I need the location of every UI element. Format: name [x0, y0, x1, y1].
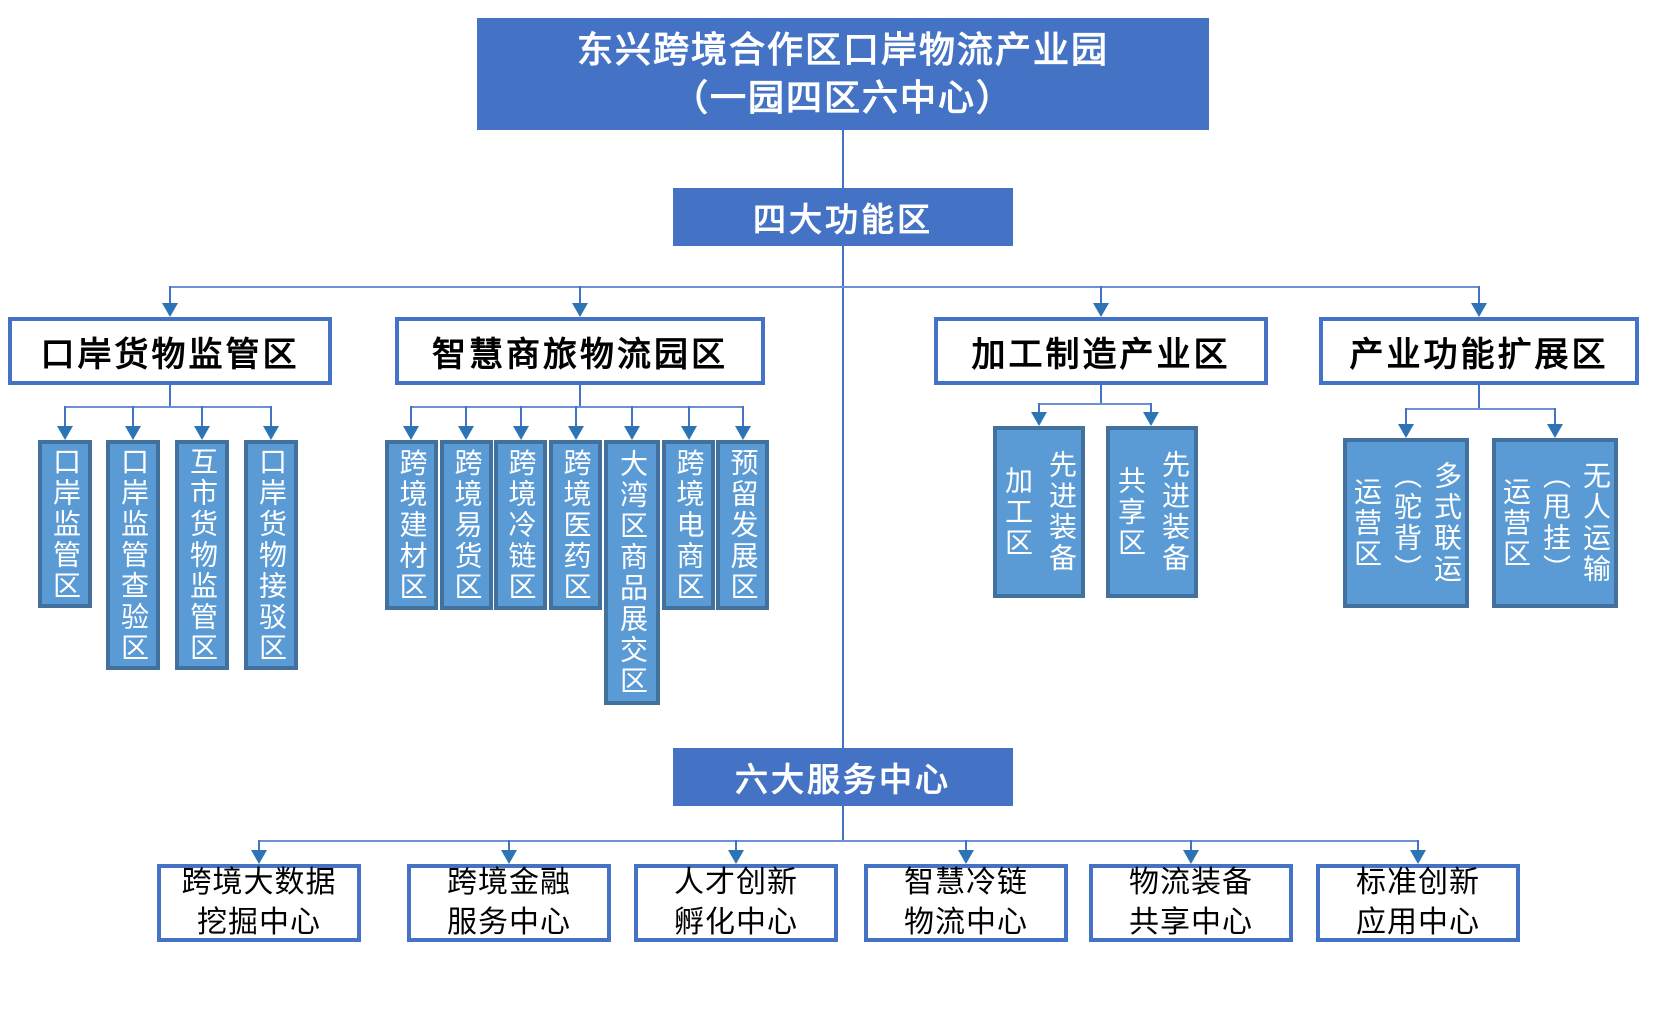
- center-logistics-equipment-sharing: 物流装备 共享中心: [1089, 864, 1293, 942]
- connector-drop: [520, 406, 522, 427]
- arrow-down-icon: [1031, 412, 1047, 426]
- connector-trunk: [842, 246, 844, 748]
- branch-head-industry-expansion: 产业功能扩展区: [1319, 317, 1639, 385]
- connector-drop: [1038, 403, 1040, 413]
- connector-drop: [1150, 403, 1152, 413]
- subzone-multimodal-piggyback-operation: 多式联运 （驼背） 运营区: [1343, 438, 1469, 608]
- subzone-advanced-equipment-processing: 先进装备 加工区: [993, 426, 1085, 598]
- subzone-crossborder-building-materials: 跨境建材区: [385, 440, 438, 610]
- arrow-down-icon: [1143, 412, 1159, 426]
- arrow-down-icon: [501, 850, 517, 864]
- connector-drop: [735, 840, 737, 852]
- branch-head-processing-manufacturing: 加工制造产业区: [934, 317, 1268, 385]
- arrow-down-icon: [1410, 850, 1426, 864]
- connector-drop: [575, 406, 577, 427]
- connector-drop: [64, 406, 66, 427]
- subzone-advanced-equipment-sharing: 先进装备 共享区: [1106, 426, 1198, 598]
- subzone-crossborder-barter: 跨境易货区: [440, 440, 493, 610]
- center-talent-innovation-incubation: 人才创新 孵化中心: [634, 864, 838, 942]
- connector-rail-centers: [258, 840, 1419, 842]
- subzone-unmanned-transport-drop-hook-operation: 无人运输 （甩挂） 运营区: [1492, 438, 1618, 608]
- connector-rail-branch1: [64, 406, 272, 408]
- subzone-crossborder-cold-chain: 跨境冷链区: [494, 440, 547, 610]
- arrow-down-icon: [568, 426, 584, 440]
- connector-drop: [410, 406, 412, 427]
- connector-rail-branch4: [1405, 408, 1555, 410]
- arrow-down-icon: [735, 426, 751, 440]
- arrow-down-icon: [125, 426, 141, 440]
- connector-drop: [631, 406, 633, 427]
- arrow-down-icon: [1398, 424, 1414, 438]
- branch-head-smart-logistics-park: 智慧商旅物流园区: [395, 317, 765, 385]
- arrow-down-icon: [513, 426, 529, 440]
- connector-drop: [270, 406, 272, 427]
- connector-stub: [842, 806, 844, 842]
- connector-drop: [258, 840, 260, 852]
- connector-stub: [579, 385, 581, 407]
- center-crossborder-big-data-mining: 跨境大数据 挖掘中心: [157, 864, 361, 942]
- subzone-mutual-trade-goods: 互市货物监管区: [175, 440, 229, 670]
- connector-rail-zones: [169, 286, 1480, 288]
- arrow-down-icon: [194, 426, 210, 440]
- arrow-down-icon: [1093, 303, 1109, 317]
- four-zones-band: 四大功能区: [673, 188, 1013, 246]
- connector-drop: [1554, 408, 1556, 425]
- connector-stub: [1100, 385, 1102, 405]
- subzone-crossborder-ecommerce: 跨境电商区: [662, 440, 715, 610]
- center-smart-cold-chain-logistics: 智慧冷链 物流中心: [864, 864, 1068, 942]
- arrow-down-icon: [162, 303, 178, 317]
- center-crossborder-finance-service: 跨境金融 服务中心: [407, 864, 611, 942]
- subzone-greater-bay-commodity-expo: 大湾区商品展交区: [604, 440, 660, 705]
- six-centers-band: 六大服务中心: [673, 748, 1013, 806]
- connector-drop: [132, 406, 134, 427]
- arrow-down-icon: [57, 426, 73, 440]
- connector-drop: [201, 406, 203, 427]
- connector-drop: [1190, 840, 1192, 852]
- arrow-down-icon: [1183, 850, 1199, 864]
- center-standard-innovation-application: 标准创新 应用中心: [1316, 864, 1520, 942]
- connector-rail-branch3: [1038, 403, 1152, 405]
- connector-drop: [1100, 286, 1102, 305]
- subzone-reserved-development: 预留发展区: [716, 440, 769, 610]
- connector-drop: [742, 406, 744, 427]
- connector-drop: [169, 286, 171, 305]
- connector-stub: [1478, 385, 1480, 410]
- arrow-down-icon: [958, 850, 974, 864]
- branch-head-port-cargo-supervision: 口岸货物监管区: [8, 317, 332, 385]
- subzone-crossborder-medicine: 跨境医药区: [549, 440, 602, 610]
- arrow-down-icon: [1471, 303, 1487, 317]
- arrow-down-icon: [681, 426, 697, 440]
- connector-drop: [965, 840, 967, 852]
- connector-drop: [688, 406, 690, 427]
- connector-drop: [465, 406, 467, 427]
- connector-drop: [1417, 840, 1419, 852]
- connector-title-level2: [842, 130, 844, 188]
- connector-drop: [508, 840, 510, 852]
- park-title-box: 东兴跨境合作区口岸物流产业园 （一园四区六中心）: [477, 18, 1209, 130]
- connector-drop: [1405, 408, 1407, 425]
- arrow-down-icon: [572, 303, 588, 317]
- arrow-down-icon: [1547, 424, 1563, 438]
- arrow-down-icon: [251, 850, 267, 864]
- subzone-port-supervision-inspection: 口岸监管查验区: [106, 440, 160, 670]
- connector-stub: [169, 385, 171, 407]
- arrow-down-icon: [728, 850, 744, 864]
- arrow-down-icon: [458, 426, 474, 440]
- subzone-port-cargo-transfer: 口岸货物接驳区: [244, 440, 298, 670]
- subzone-port-supervision: 口岸监管区: [38, 440, 92, 608]
- arrow-down-icon: [624, 426, 640, 440]
- arrow-down-icon: [263, 426, 279, 440]
- connector-drop: [579, 286, 581, 305]
- arrow-down-icon: [403, 426, 419, 440]
- connector-drop: [1478, 286, 1480, 305]
